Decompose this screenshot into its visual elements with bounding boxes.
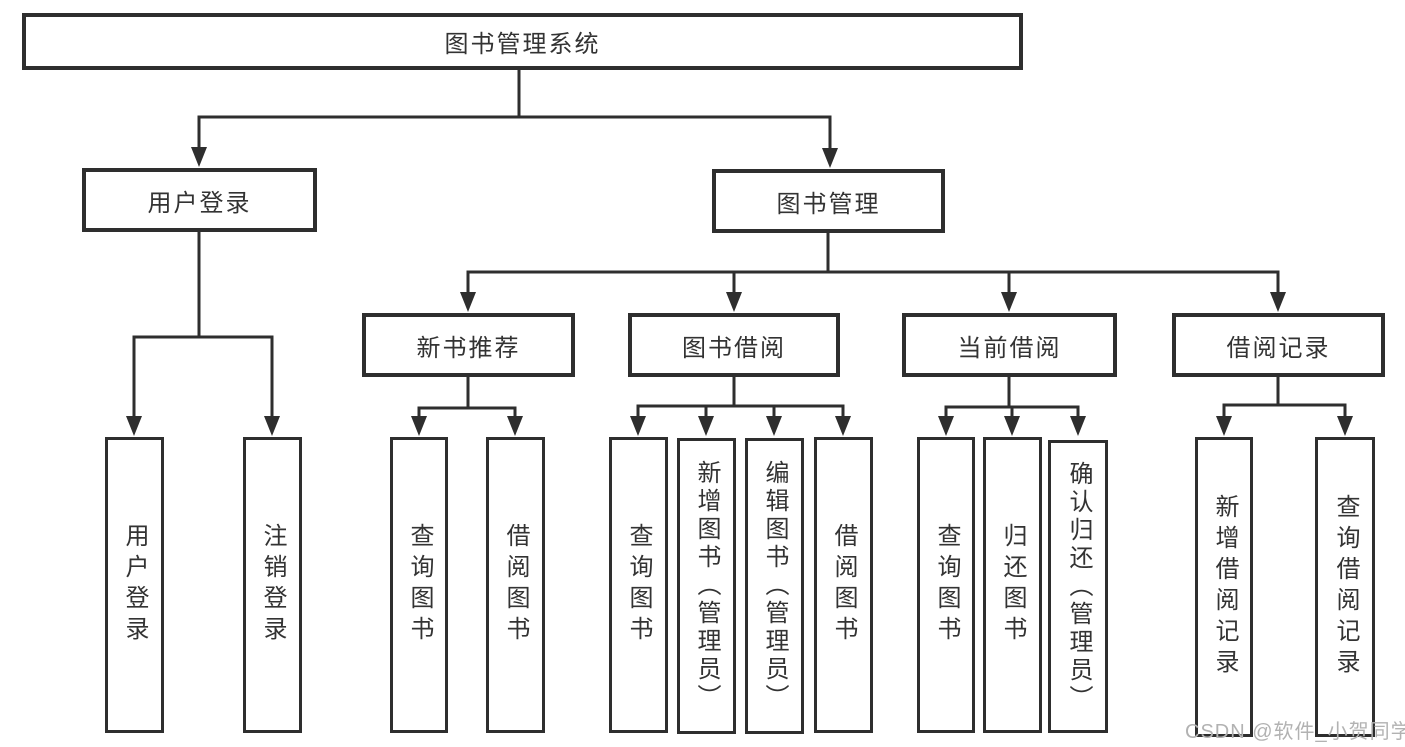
leaf-user-login: 用户登录 [105, 437, 164, 733]
node-book-management: 图书管理 [712, 169, 945, 233]
node-root-label: 图书管理系统 [444, 31, 601, 58]
leaf-borrow-edit-books-admin: 编辑图书（管理员） [745, 438, 804, 734]
leaf-current-query-books: 查询图书 [917, 437, 975, 733]
node-new-book-recommend: 新书推荐 [362, 313, 575, 377]
node-user-login: 用户登录 [82, 168, 317, 232]
node-book-management-label: 图书管理 [776, 190, 881, 218]
leaf-borrow-borrow-books: 借阅图书 [814, 437, 873, 733]
leaf-logout: 注销登录 [243, 437, 302, 733]
node-book-borrow: 图书借阅 [628, 313, 840, 377]
node-current-borrow-label: 当前借阅 [957, 334, 1062, 362]
csdn-watermark: CSDN @软件_小贺同学 [1185, 721, 1405, 743]
leaf-records-add-record: 新增借阅记录 [1195, 437, 1253, 737]
node-new-book-recommend-label: 新书推荐 [416, 334, 521, 362]
leaf-borrow-add-books-admin: 新增图书（管理员） [677, 438, 736, 734]
node-user-login-label: 用户登录 [147, 189, 252, 217]
arrowheads [126, 147, 1353, 436]
leaf-borrow-query-books: 查询图书 [609, 437, 668, 733]
leaf-current-return-books: 归还图书 [983, 437, 1042, 733]
node-book-borrow-label: 图书借阅 [682, 334, 786, 362]
leaf-newbook-query-books: 查询图书 [390, 437, 448, 733]
node-current-borrow: 当前借阅 [902, 313, 1117, 377]
leaf-current-confirm-return-admin: 确认归还（管理员） [1048, 440, 1108, 733]
node-root: 图书管理系统 [22, 13, 1023, 70]
node-borrow-records-label: 借阅记录 [1226, 334, 1331, 362]
leaf-newbook-borrow-books: 借阅图书 [486, 437, 545, 733]
node-borrow-records: 借阅记录 [1172, 313, 1385, 377]
leaf-records-query-record: 查询借阅记录 [1315, 437, 1375, 737]
